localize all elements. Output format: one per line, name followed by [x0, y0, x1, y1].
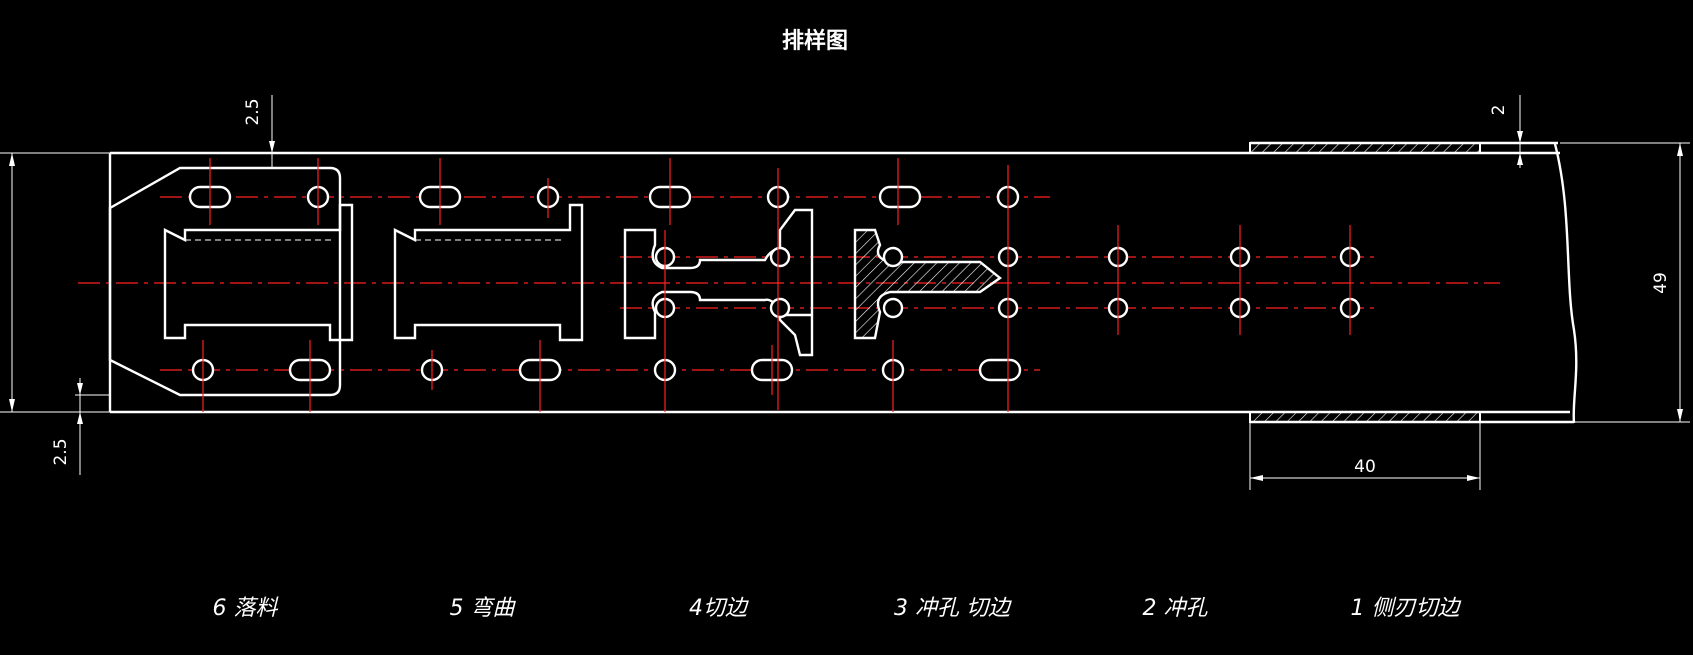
dimension-left-width: 45 [0, 152, 110, 413]
dimension-right-width: 49 [1560, 142, 1690, 423]
bottom-gap-label: 2.5 [51, 438, 71, 465]
edge-trim-label: 2 [1489, 105, 1509, 116]
dimension-pitch: 40 [1249, 422, 1481, 490]
station-labels: 6 落料 5 弯曲 4切边 3 冲孔 切边 2 冲孔 1 侧刃切边 [213, 596, 1462, 621]
right-width-label: 49 [1651, 272, 1671, 294]
station-3-punch-trim [853, 158, 1022, 412]
side-cutter-scrap [1249, 142, 1481, 423]
station-1-label: 1 侧刃切边 [1351, 596, 1462, 621]
station-5-label: 5 弯曲 [450, 596, 517, 621]
station-2-punch [1107, 225, 1251, 335]
station-1-side-cut [1339, 225, 1361, 335]
station-5-bend [393, 158, 584, 412]
dimension-top-gap: 2.5 [243, 95, 275, 168]
drawing-title: 排样图 [782, 28, 848, 54]
left-width-label: 45 [0, 272, 5, 294]
station-2-label: 2 冲孔 [1143, 596, 1209, 621]
pitch-label: 40 [1354, 457, 1376, 477]
dimension-bottom-gap: 2.5 [51, 378, 110, 475]
station-4-trim [623, 158, 814, 412]
top-gap-label: 2.5 [243, 98, 263, 125]
station-6-blank [108, 158, 354, 412]
station-4-label: 4切边 [689, 596, 749, 621]
station-3-label: 3 冲孔 切边 [894, 596, 1012, 621]
station-6-label: 6 落料 [213, 596, 280, 621]
dimension-edge-trim: 2 [1480, 95, 1540, 168]
